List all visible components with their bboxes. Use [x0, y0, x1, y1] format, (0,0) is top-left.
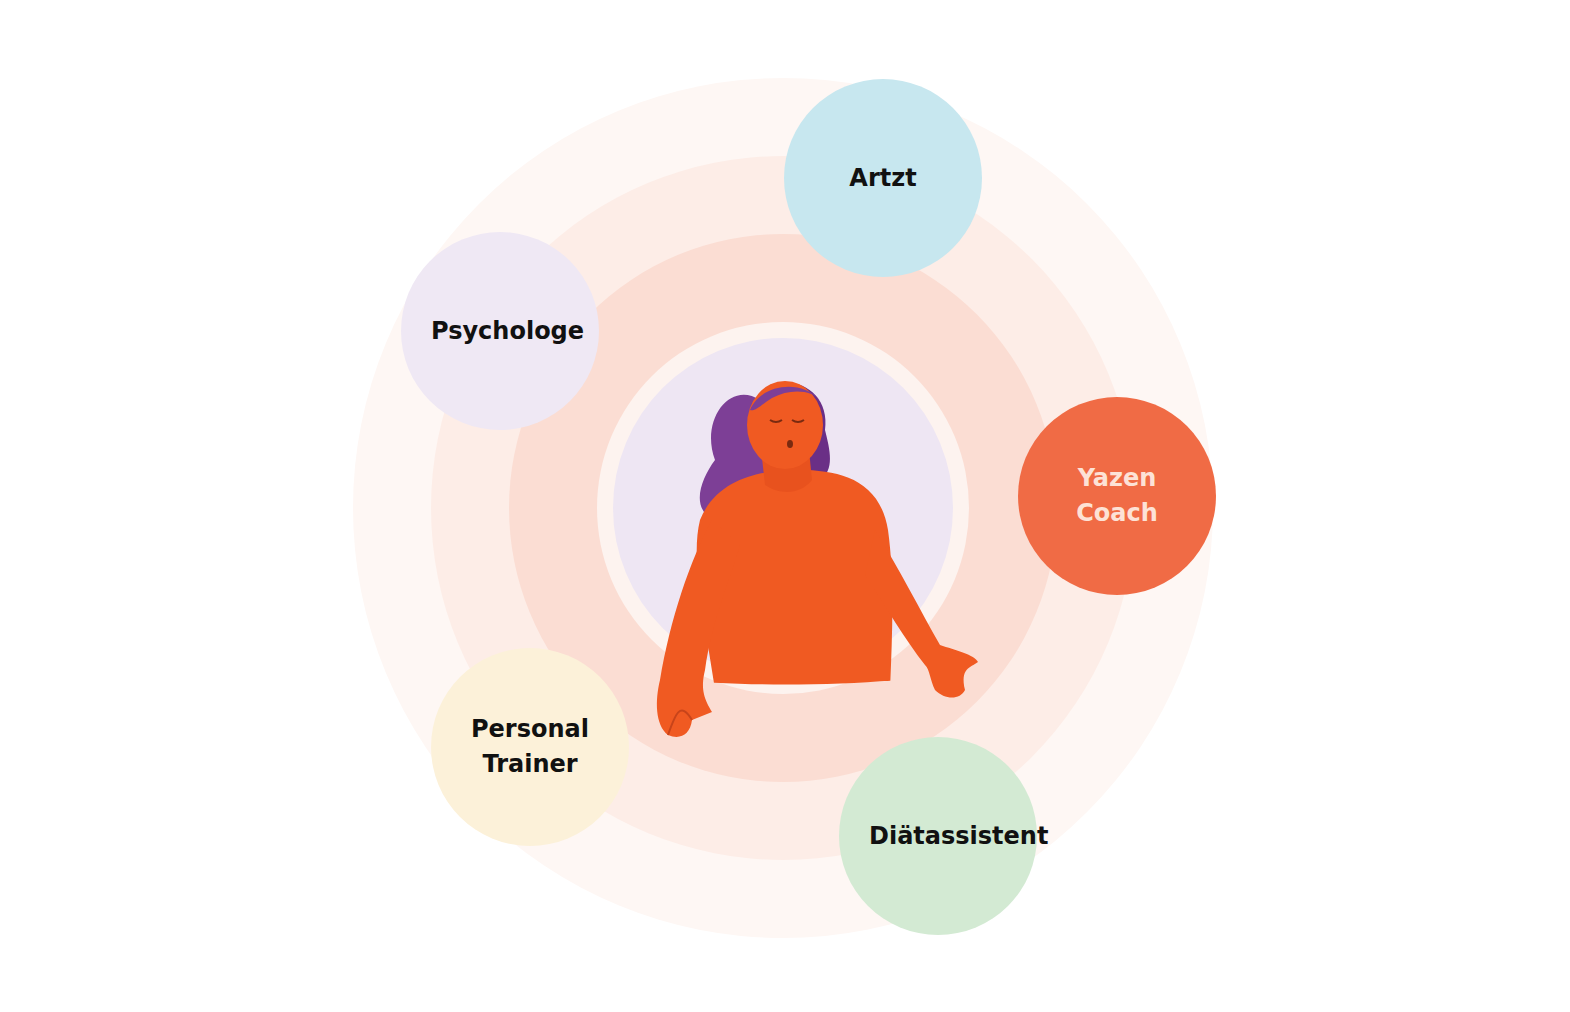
role-label: Personal Trainer: [461, 712, 599, 782]
circle-shape: [431, 648, 629, 846]
circle-fill: [784, 79, 982, 277]
role-circle: Artzt: [784, 79, 982, 277]
role-label: Diätassistent: [869, 819, 1007, 854]
circle-fill: [1018, 397, 1216, 595]
outer-ring: [353, 78, 1213, 938]
role-circle: Diätassistent: [839, 737, 1037, 935]
woman-figure: [657, 381, 978, 737]
role-label: Psychologe: [431, 314, 569, 349]
role-circle: Psychologe: [401, 232, 599, 430]
circle-fill: [431, 648, 629, 846]
role-label: Artzt: [849, 161, 916, 196]
circle-shape: [1018, 397, 1216, 595]
circle-fill: [401, 232, 599, 430]
role-label: Yazen Coach: [1048, 461, 1186, 531]
role-circle: Yazen Coach: [1018, 397, 1216, 595]
role-circle: Personal Trainer: [431, 648, 629, 846]
circle-fill: [839, 737, 1037, 935]
